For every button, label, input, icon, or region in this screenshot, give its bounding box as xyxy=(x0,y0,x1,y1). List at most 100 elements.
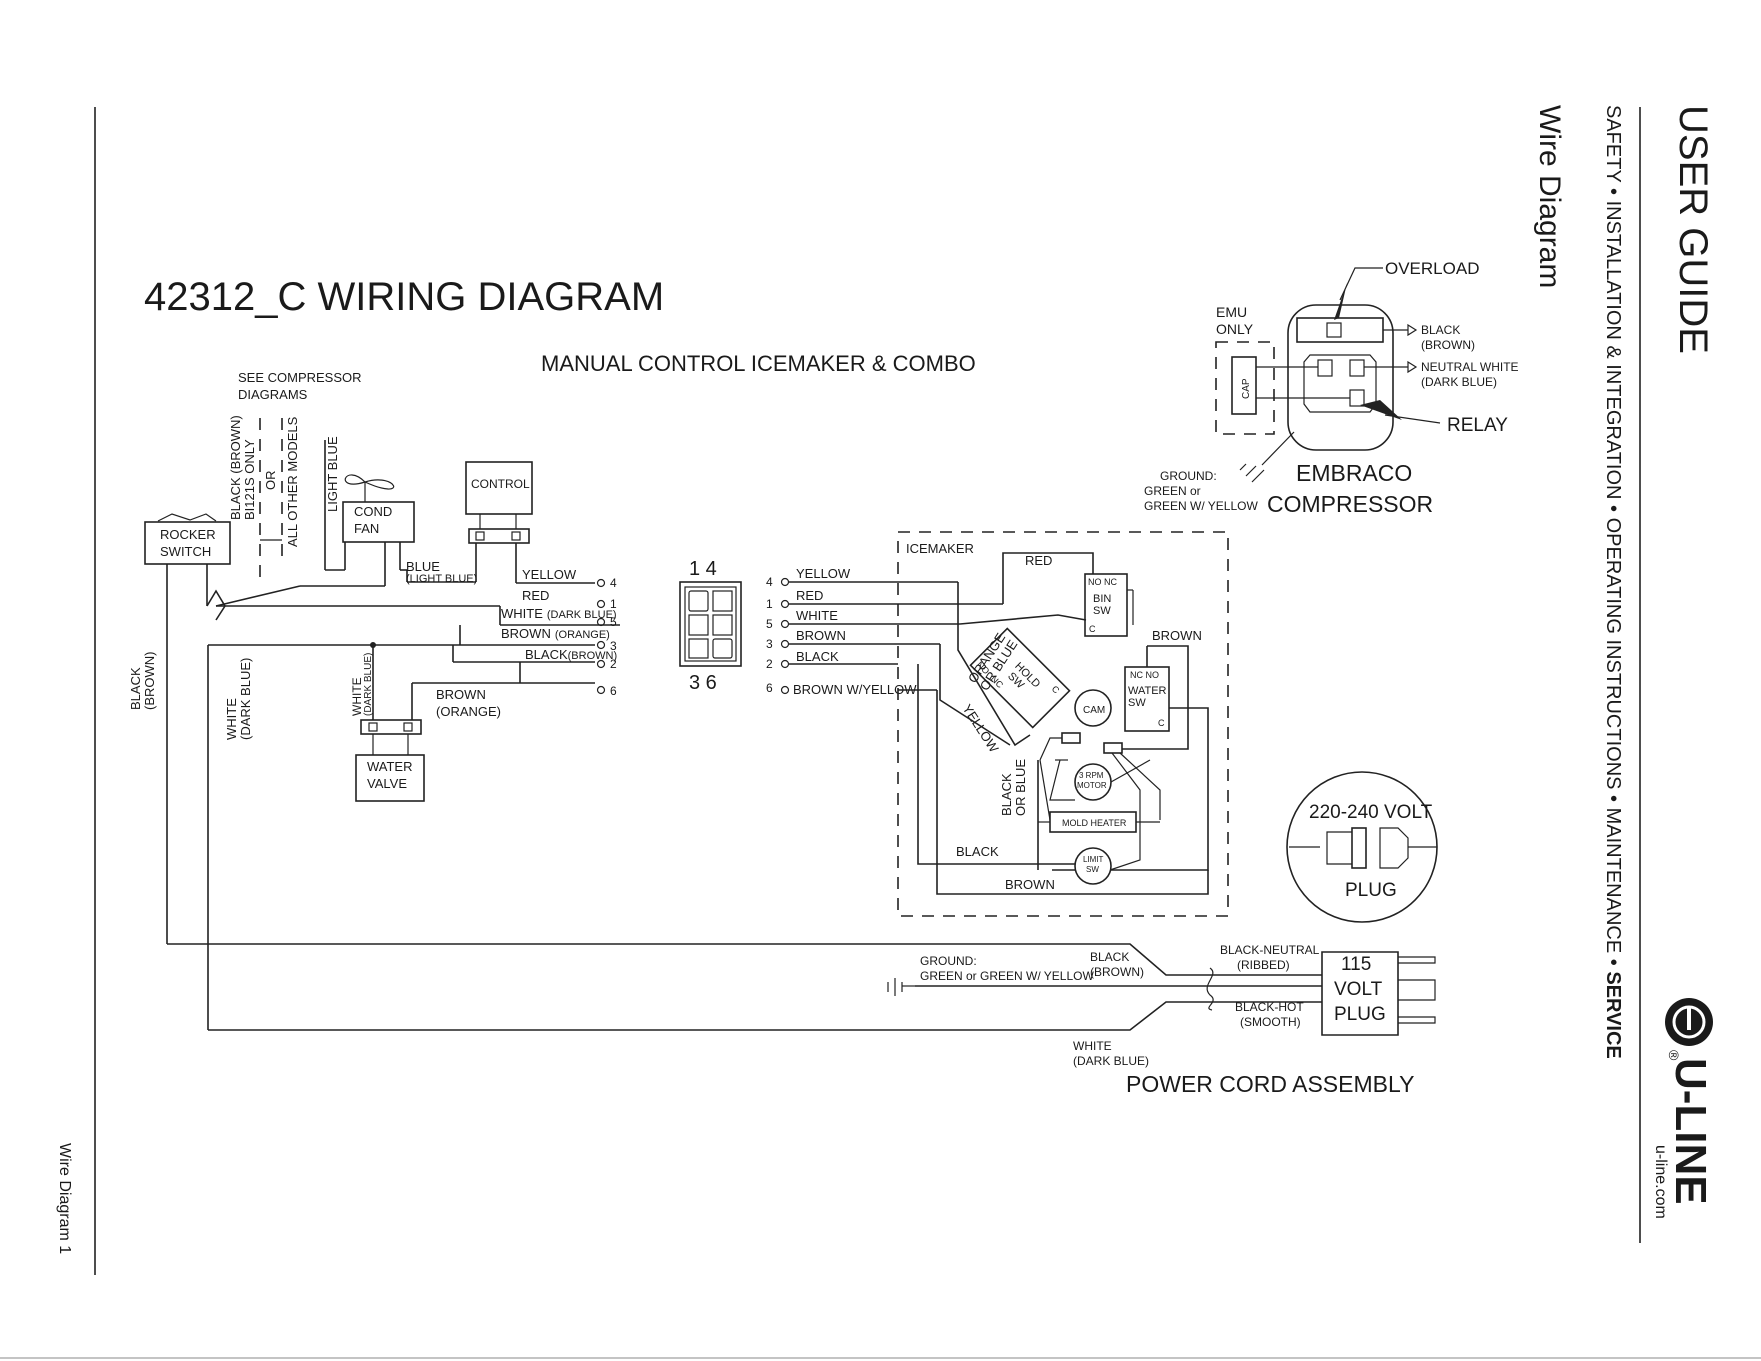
svg-text:C: C xyxy=(1158,718,1165,728)
wire-label-or: OR xyxy=(263,471,278,491)
nav-maintenance[interactable]: MAINTENANCE xyxy=(1602,808,1624,954)
nav-installation[interactable]: INSTALLATION & INTEGRATION xyxy=(1602,201,1624,500)
svg-text:NO NC: NO NC xyxy=(1088,577,1118,587)
icemaker-brown-bottom-label: BROWN xyxy=(1005,877,1055,892)
sidebar-nav: SAFETY • INSTALLATION & INTEGRATION • OP… xyxy=(1602,105,1624,1059)
sidebar-section-title: Wire Diagram xyxy=(1533,105,1566,288)
nav-operating[interactable]: OPERATING INSTRUCTIONS xyxy=(1602,518,1624,790)
svg-text:CONTROL: CONTROL xyxy=(471,477,530,491)
svg-text:4: 4 xyxy=(610,576,617,590)
limit-switch xyxy=(1074,847,1112,885)
svg-text:MOLD HEATER: MOLD HEATER xyxy=(1062,818,1127,828)
svg-text:6: 6 xyxy=(610,684,617,698)
wire-label-light-blue: LIGHT BLUE xyxy=(325,436,340,512)
right-pin-labels: 4 YELLOW 1 RED 5 WHITE 3 BROWN 2 BLACK 6… xyxy=(766,566,917,697)
footer-page-label: Wire Diagram 1 xyxy=(56,1143,73,1254)
svg-text:1: 1 xyxy=(766,597,773,611)
svg-text:CAM: CAM xyxy=(1083,705,1105,716)
cam xyxy=(1074,689,1112,727)
compressor-black-label: BLACK(BROWN) xyxy=(1421,323,1475,352)
svg-text:BROWN: BROWN xyxy=(796,628,846,643)
svg-text:BROWN W/YELLOW: BROWN W/YELLOW xyxy=(793,682,917,697)
icemaker-brown-label: BROWN xyxy=(1152,628,1202,643)
wire-label-white-small: WHITE(DARK BLUE) xyxy=(350,653,374,716)
icemaker-black-label: BLACK xyxy=(956,844,999,859)
control-box: CONTROL xyxy=(465,461,533,544)
registered-mark: ® xyxy=(1666,1050,1682,1061)
power-black-hot-label: BLACK-HOT(SMOOTH) xyxy=(1235,1000,1304,1029)
fan-icon xyxy=(344,474,395,490)
svg-text:1 4: 1 4 xyxy=(689,558,717,580)
six-pin-connector: 1 4 3 6 xyxy=(679,558,742,694)
icemaker-boundary xyxy=(897,531,1229,917)
icemaker-black-blue-label: BLACKOR BLUE xyxy=(999,759,1028,816)
power-white-label: WHITE(DARK BLUE) xyxy=(1073,1039,1149,1068)
nav-service[interactable]: SERVICE xyxy=(1602,971,1624,1058)
svg-text:BLACK(BROWN): BLACK(BROWN) xyxy=(525,647,617,662)
diagram-subtitle: MANUAL CONTROL ICEMAKER & COMBO xyxy=(541,351,976,376)
wire-label-white-dark-blue: WHITE(DARK BLUE) xyxy=(224,658,253,740)
svg-text:RED: RED xyxy=(522,588,549,603)
icemaker-yellow-label: YELLOW xyxy=(959,701,1001,755)
svg-text:3: 3 xyxy=(766,637,773,651)
wire-label-black-brown: BLACK(BROWN) xyxy=(128,652,157,711)
icemaker-label: ICEMAKER xyxy=(906,541,974,556)
plug220-sub-label: PLUG xyxy=(1345,880,1397,901)
svg-text:RED: RED xyxy=(796,588,823,603)
svg-text:3 6: 3 6 xyxy=(689,672,717,694)
capacitor xyxy=(1231,356,1257,415)
svg-text:3: 3 xyxy=(610,639,617,653)
uline-logo: ® U-LINE u-line.com xyxy=(1652,998,1715,1219)
svg-text:2: 2 xyxy=(610,657,617,671)
svg-text:2: 2 xyxy=(766,657,773,671)
brand-name: U-LINE xyxy=(1666,1058,1715,1205)
wire-label-all-other: ALL OTHER MODELS xyxy=(285,416,300,547)
wire-label-black-bi121s: BLACK (BROWN)BI121S ONLY xyxy=(228,415,257,520)
svg-text:NC NO: NC NO xyxy=(1130,670,1159,680)
brand-website[interactable]: u-line.com xyxy=(1652,1145,1669,1219)
plug220-label: 220-240 VOLT xyxy=(1309,802,1433,823)
diagram-title: 42312_C WIRING DIAGRAM xyxy=(144,275,664,319)
compressor-neutral-label: NEUTRAL WHITE(DARK BLUE) xyxy=(1421,360,1519,389)
power-ground-label: GROUND:GREEN or GREEN W/ YELLOW xyxy=(920,954,1094,983)
svg-text:5: 5 xyxy=(766,617,773,631)
svg-text:BROWN(ORANGE): BROWN(ORANGE) xyxy=(501,626,610,641)
svg-text:4: 4 xyxy=(766,575,773,589)
relay-label: RELAY xyxy=(1447,415,1508,436)
wire-label-blue: BLUE(LIGHT BLUE) xyxy=(406,559,477,585)
overload-label: OVERLOAD xyxy=(1385,259,1479,278)
svg-text:YELLOW: YELLOW xyxy=(796,566,851,581)
nav-safety[interactable]: SAFETY xyxy=(1602,105,1624,182)
left-pin-labels: YELLOW 4 RED 1 WHITE(DARK BLUE) 5 BROWN(… xyxy=(501,567,617,698)
hold-switch: HOLD SW C NO NC xyxy=(969,627,1071,729)
power-black-label: BLACK(BROWN) xyxy=(1090,950,1144,979)
svg-text:WHITE(DARK BLUE): WHITE(DARK BLUE) xyxy=(501,606,617,621)
compressor xyxy=(1287,304,1394,451)
power-black-neutral-label: BLACK-NEUTRAL(RIBBED) xyxy=(1220,943,1320,972)
svg-text:C: C xyxy=(1089,624,1096,634)
power-cord-assembly-label: POWER CORD ASSEMBLY xyxy=(1126,1071,1414,1097)
svg-text:CAP: CAP xyxy=(1241,378,1252,399)
svg-text:BLACK: BLACK xyxy=(796,649,839,664)
svg-text:YELLOW: YELLOW xyxy=(522,567,577,582)
svg-text:6: 6 xyxy=(766,681,773,695)
wire-label-brown-orange: BROWN(ORANGE) xyxy=(436,687,501,719)
